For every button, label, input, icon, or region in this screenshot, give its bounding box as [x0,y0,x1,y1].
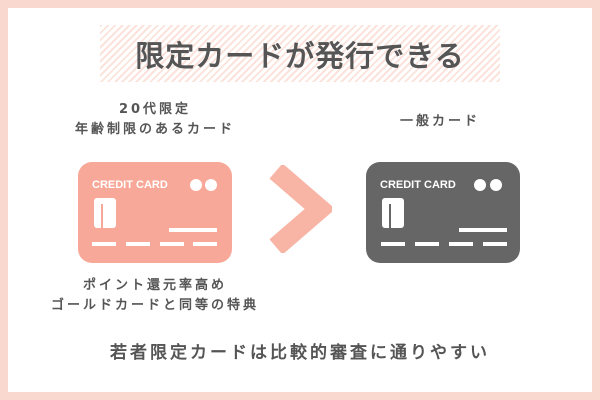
page-title: 限定カードが発行できる [100,25,500,82]
left-benefits: ポイント還元率高め ゴールドカードと同等の特典 [30,276,280,316]
benefit-line2: ゴールドカードと同等の特典 [50,298,259,313]
footer-note: 若者限定カードは比較的審査に通りやすい [110,343,490,363]
left-heading-line1: 20代限定 [118,102,192,117]
card-line [483,242,507,246]
limited-credit-card: CREDIT CARD [78,162,232,263]
card-line [169,228,217,232]
card-label: CREDIT CARD [92,179,168,191]
card-line [193,242,217,246]
card-dot-icon [490,179,502,191]
chip-icon [94,198,116,228]
chevron-right-icon [269,165,332,253]
left-heading: 20代限定 年齢制限のあるカード [40,100,270,140]
card-line [160,242,184,246]
benefit-line1: ポイント還元率高め [82,278,227,293]
card-line [459,228,507,232]
card-line [126,242,150,246]
general-credit-card: CREDIT CARD [366,162,520,263]
card-line [449,242,473,246]
card-label: CREDIT CARD [380,179,456,191]
card-dot-icon [205,179,217,191]
card-dot-icon [190,179,202,191]
card-line [415,242,439,246]
card-line [92,242,116,246]
chip-icon [382,198,404,228]
right-heading: 一般カード [399,114,480,129]
left-heading-line2: 年齢制限のあるカード [74,122,235,137]
card-dot-icon [474,179,486,191]
card-line [381,242,405,246]
